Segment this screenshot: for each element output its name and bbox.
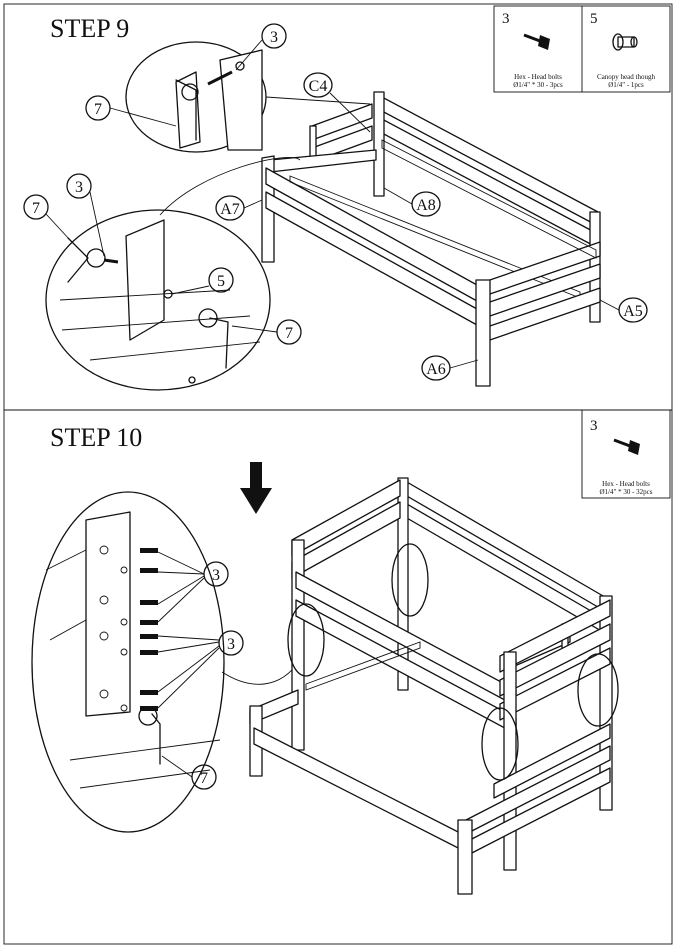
- callout-c4: C4: [303, 72, 371, 133]
- svg-text:3: 3: [270, 29, 278, 46]
- svg-text:5: 5: [217, 273, 225, 290]
- callout-5: 5: [171, 267, 234, 295]
- step10-detail: [31, 491, 301, 833]
- part-name: Hex - Head bolts: [602, 480, 650, 488]
- svg-text:A6: A6: [426, 361, 446, 378]
- hex-head-bolt-icon: [613, 438, 640, 455]
- callout-3-mid: 3: [66, 173, 105, 257]
- callout-7-right: 7: [231, 319, 302, 345]
- part-number: 3: [502, 11, 510, 27]
- svg-text:7: 7: [285, 325, 293, 342]
- svg-text:3: 3: [212, 567, 220, 584]
- part-spec: Ø1/4" * 30 - 32pcs: [599, 488, 652, 496]
- step10-title: STEP 10: [50, 423, 142, 452]
- callout-3-top: 3: [235, 23, 287, 71]
- svg-text:A5: A5: [623, 303, 643, 320]
- part-spec: Ø1/4" * 30 - 3pcs: [513, 81, 563, 89]
- part-spec: Ø1/4" - 1pcs: [608, 81, 644, 89]
- step9-detail-bottom: [45, 157, 301, 391]
- down-arrow-icon: [240, 462, 272, 514]
- step10-parts-box: 3 Hex - Head bolts Ø1/4" * 30 - 32pcs: [581, 409, 671, 499]
- callout-a6: A6: [421, 355, 479, 381]
- callout-7-top: 7: [85, 95, 177, 127]
- svg-text:C4: C4: [309, 78, 328, 95]
- part-name: Canopy head though: [597, 73, 655, 81]
- hex-head-bolt-icon: [523, 33, 550, 50]
- step9-parts-box: 3 Hex - Head bolts Ø1/4" * 30 - 3pcs 5 C…: [493, 5, 671, 93]
- svg-text:3: 3: [227, 636, 235, 653]
- part-name: Hex - Head bolts: [514, 73, 562, 81]
- canopy-head-nut-icon: [612, 33, 638, 51]
- step9-part-5: 5 Canopy head though Ø1/4" - 1pcs: [590, 11, 655, 89]
- step9-title: STEP 9: [50, 14, 129, 43]
- step10-callouts: 3 3 7: [157, 551, 244, 790]
- svg-text:A8: A8: [416, 197, 436, 214]
- callout-7: 7: [161, 755, 217, 790]
- step9-bed-frame: [261, 91, 601, 387]
- svg-text:3: 3: [75, 179, 83, 196]
- step9-part-3: 3 Hex - Head bolts Ø1/4" * 30 - 3pcs: [502, 11, 563, 89]
- callout-a5: A5: [599, 297, 648, 323]
- step10-bunk-bed: [249, 477, 619, 895]
- svg-text:A7: A7: [220, 201, 240, 218]
- callout-3-lower: 3: [157, 630, 244, 709]
- callout-a8: A8: [383, 187, 441, 217]
- callout-7-left: 7: [23, 194, 71, 241]
- svg-text:7: 7: [32, 200, 40, 217]
- svg-text:7: 7: [200, 770, 208, 787]
- part-number: 5: [590, 11, 598, 27]
- callout-a7: A7: [215, 195, 263, 221]
- part-number: 3: [590, 418, 598, 434]
- page-border: [3, 3, 673, 945]
- svg-text:7: 7: [94, 101, 102, 118]
- callout-3-upper: 3: [157, 551, 229, 623]
- step9-detail-top: [125, 41, 371, 153]
- hex-bolts-detail: [140, 548, 158, 711]
- step9-callouts: C4 A7 A8 A5 A6 3 3 5 7 7 7: [23, 23, 648, 381]
